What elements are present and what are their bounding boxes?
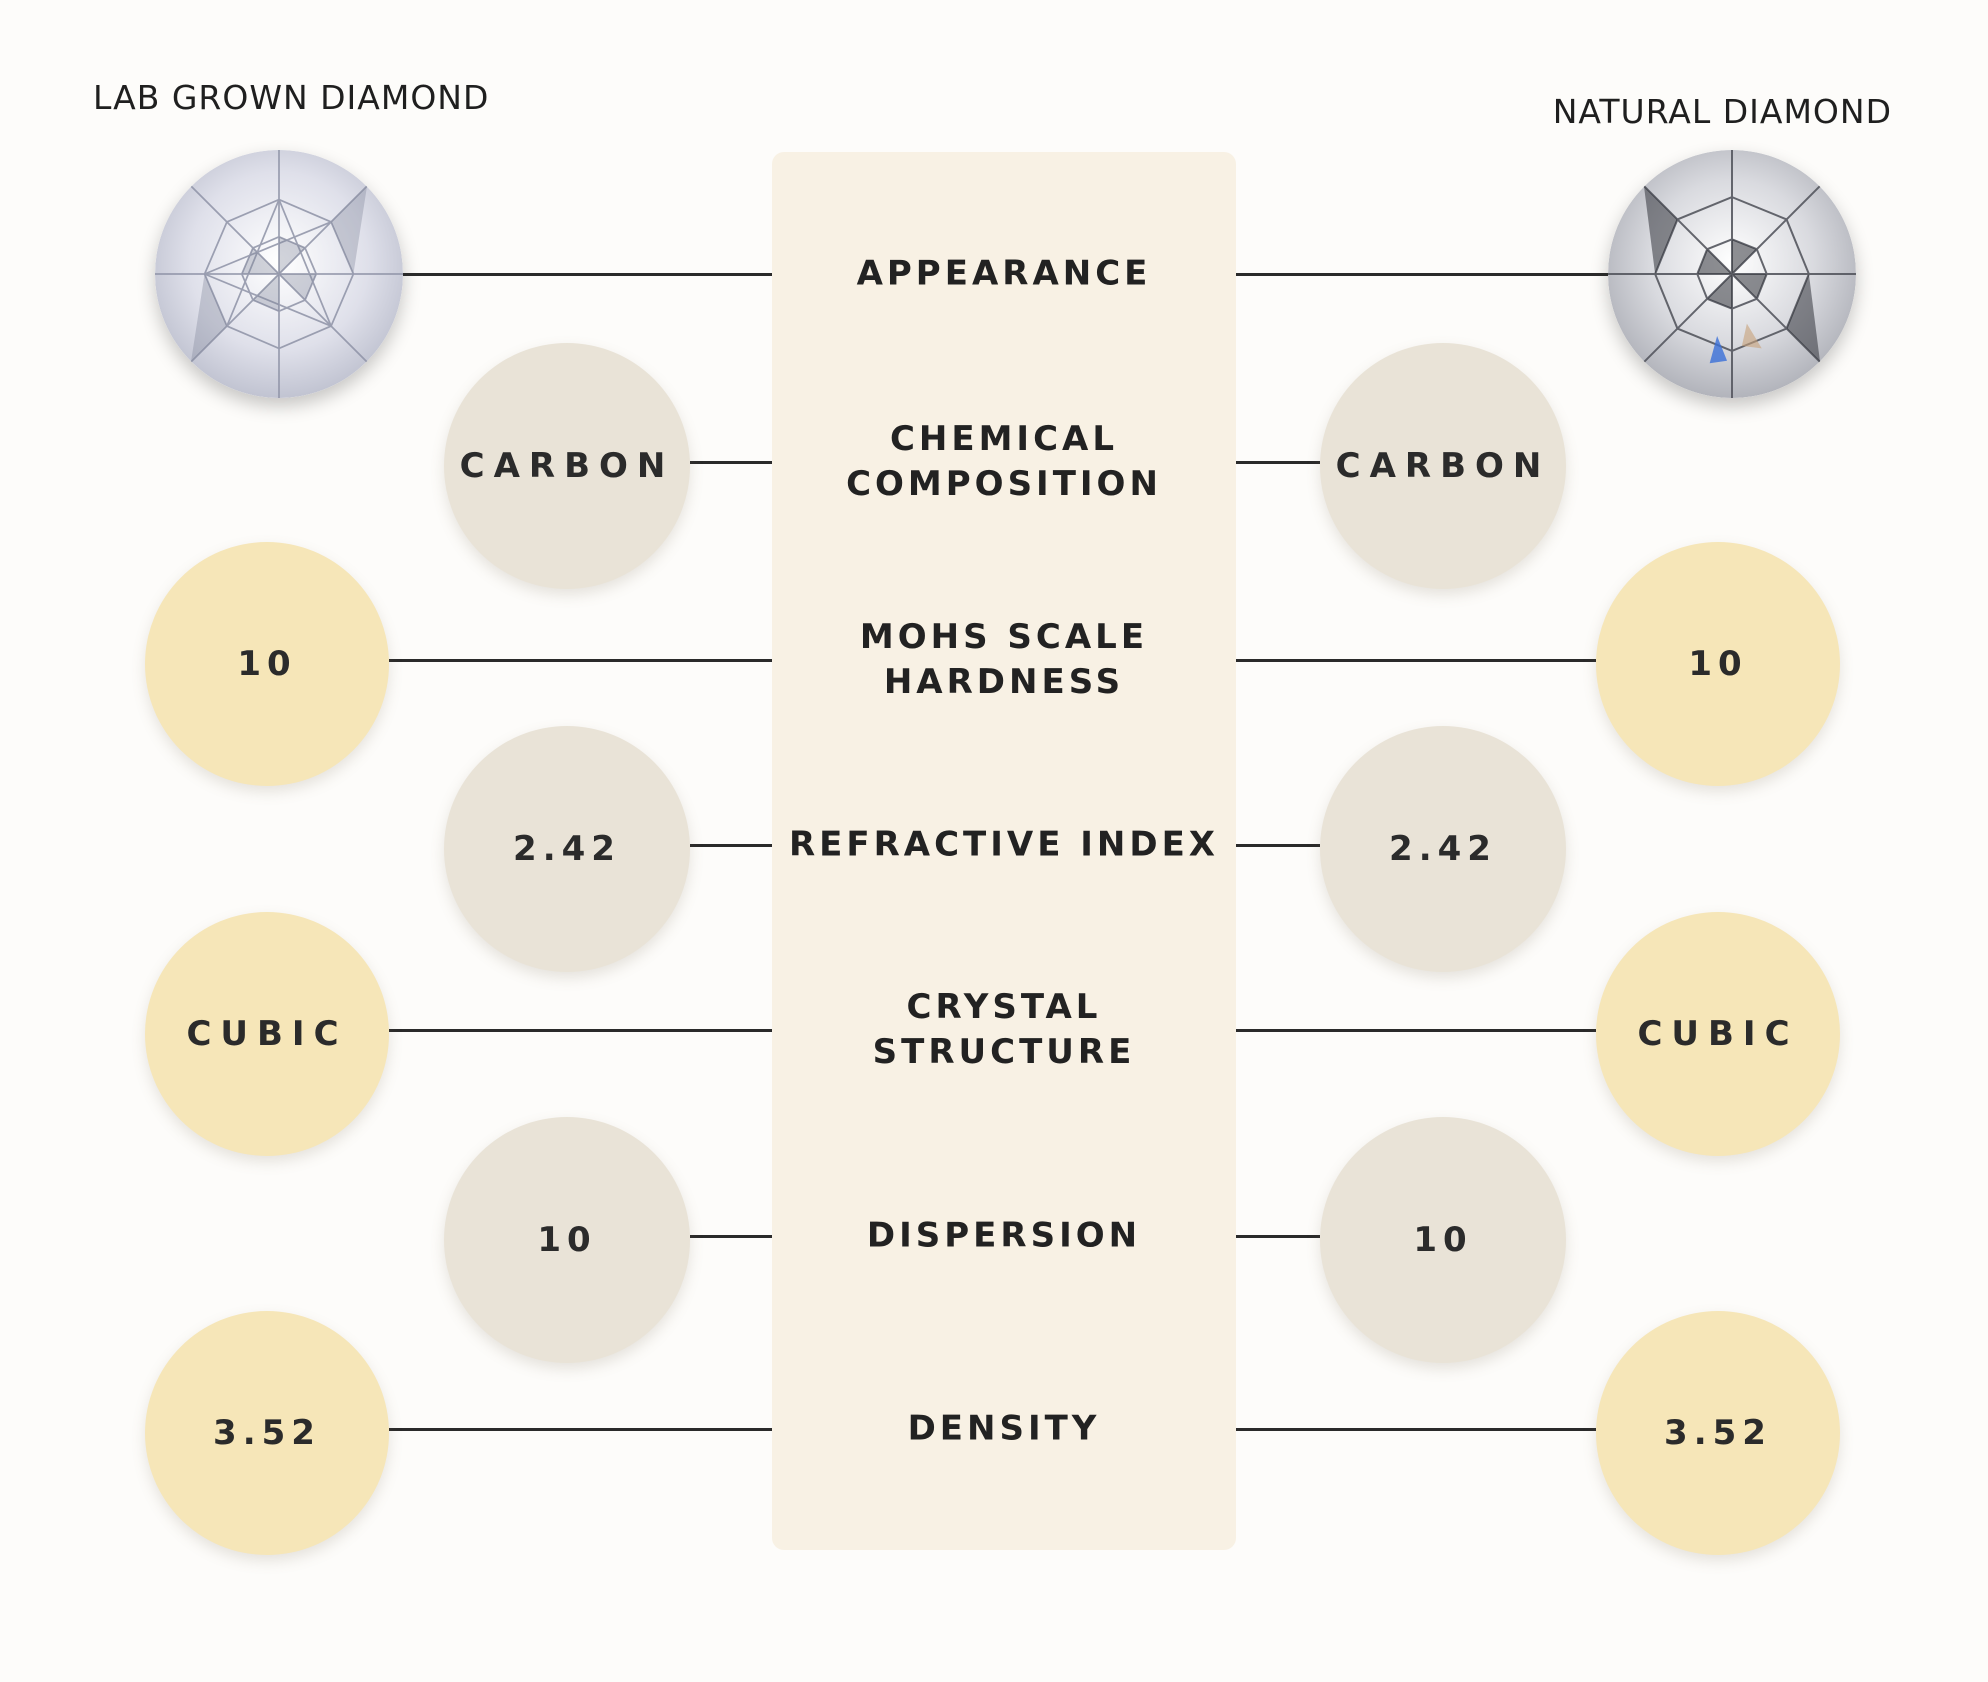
- connector-left-mohs-scale-hardness: [389, 659, 772, 662]
- right-value-mohs-scale-hardness: 10: [1596, 542, 1840, 786]
- connector-right-crystal-structure: [1236, 1029, 1596, 1032]
- connector-right-chemical-composition: [1236, 461, 1320, 464]
- connector-left-refractive-index: [690, 844, 772, 847]
- connector-right-refractive-index: [1236, 844, 1320, 847]
- left-value-density: 3.52: [145, 1311, 389, 1555]
- property-label-refractive-index: REFRACTIVE INDEX: [788, 824, 1220, 865]
- right-value-dispersion: 10: [1320, 1117, 1566, 1363]
- property-label-appearance: APPEARANCE: [856, 253, 1152, 294]
- connector-left-chemical-composition: [690, 461, 772, 464]
- connector-right-density: [1236, 1428, 1596, 1431]
- diamond-graphic: [1608, 150, 1856, 398]
- property-label-density: DENSITY: [907, 1408, 1101, 1449]
- right-value-refractive-index: 2.42: [1320, 726, 1566, 972]
- property-panel: [772, 152, 1236, 1550]
- connector-right-dispersion: [1236, 1235, 1320, 1238]
- left-value-crystal-structure: CUBIC: [145, 912, 389, 1156]
- connector-right-appearance: [1236, 273, 1608, 276]
- connector-left-dispersion: [690, 1235, 772, 1238]
- natural-diamond-title: NATURAL DIAMOND: [1552, 92, 1892, 131]
- left-value-refractive-index: 2.42: [444, 726, 690, 972]
- property-label-dispersion: DISPERSION: [866, 1215, 1142, 1256]
- lab-grown-diamond-title: LAB GROWN DIAMOND: [93, 78, 490, 117]
- connector-left-crystal-structure: [389, 1029, 772, 1032]
- connector-right-mohs-scale-hardness: [1236, 659, 1596, 662]
- natural-diamond-icon: [1608, 150, 1856, 398]
- right-value-crystal-structure: CUBIC: [1596, 912, 1840, 1156]
- right-value-chemical-composition: CARBON: [1320, 343, 1566, 589]
- connector-left-appearance: [403, 273, 772, 276]
- left-value-chemical-composition: CARBON: [444, 343, 690, 589]
- lab-grown-diamond-icon: [155, 150, 403, 398]
- left-value-dispersion: 10: [444, 1117, 690, 1363]
- connector-left-density: [389, 1428, 772, 1431]
- diamond-graphic: [155, 150, 403, 398]
- left-value-mohs-scale-hardness: 10: [145, 542, 389, 786]
- right-value-density: 3.52: [1596, 1311, 1840, 1555]
